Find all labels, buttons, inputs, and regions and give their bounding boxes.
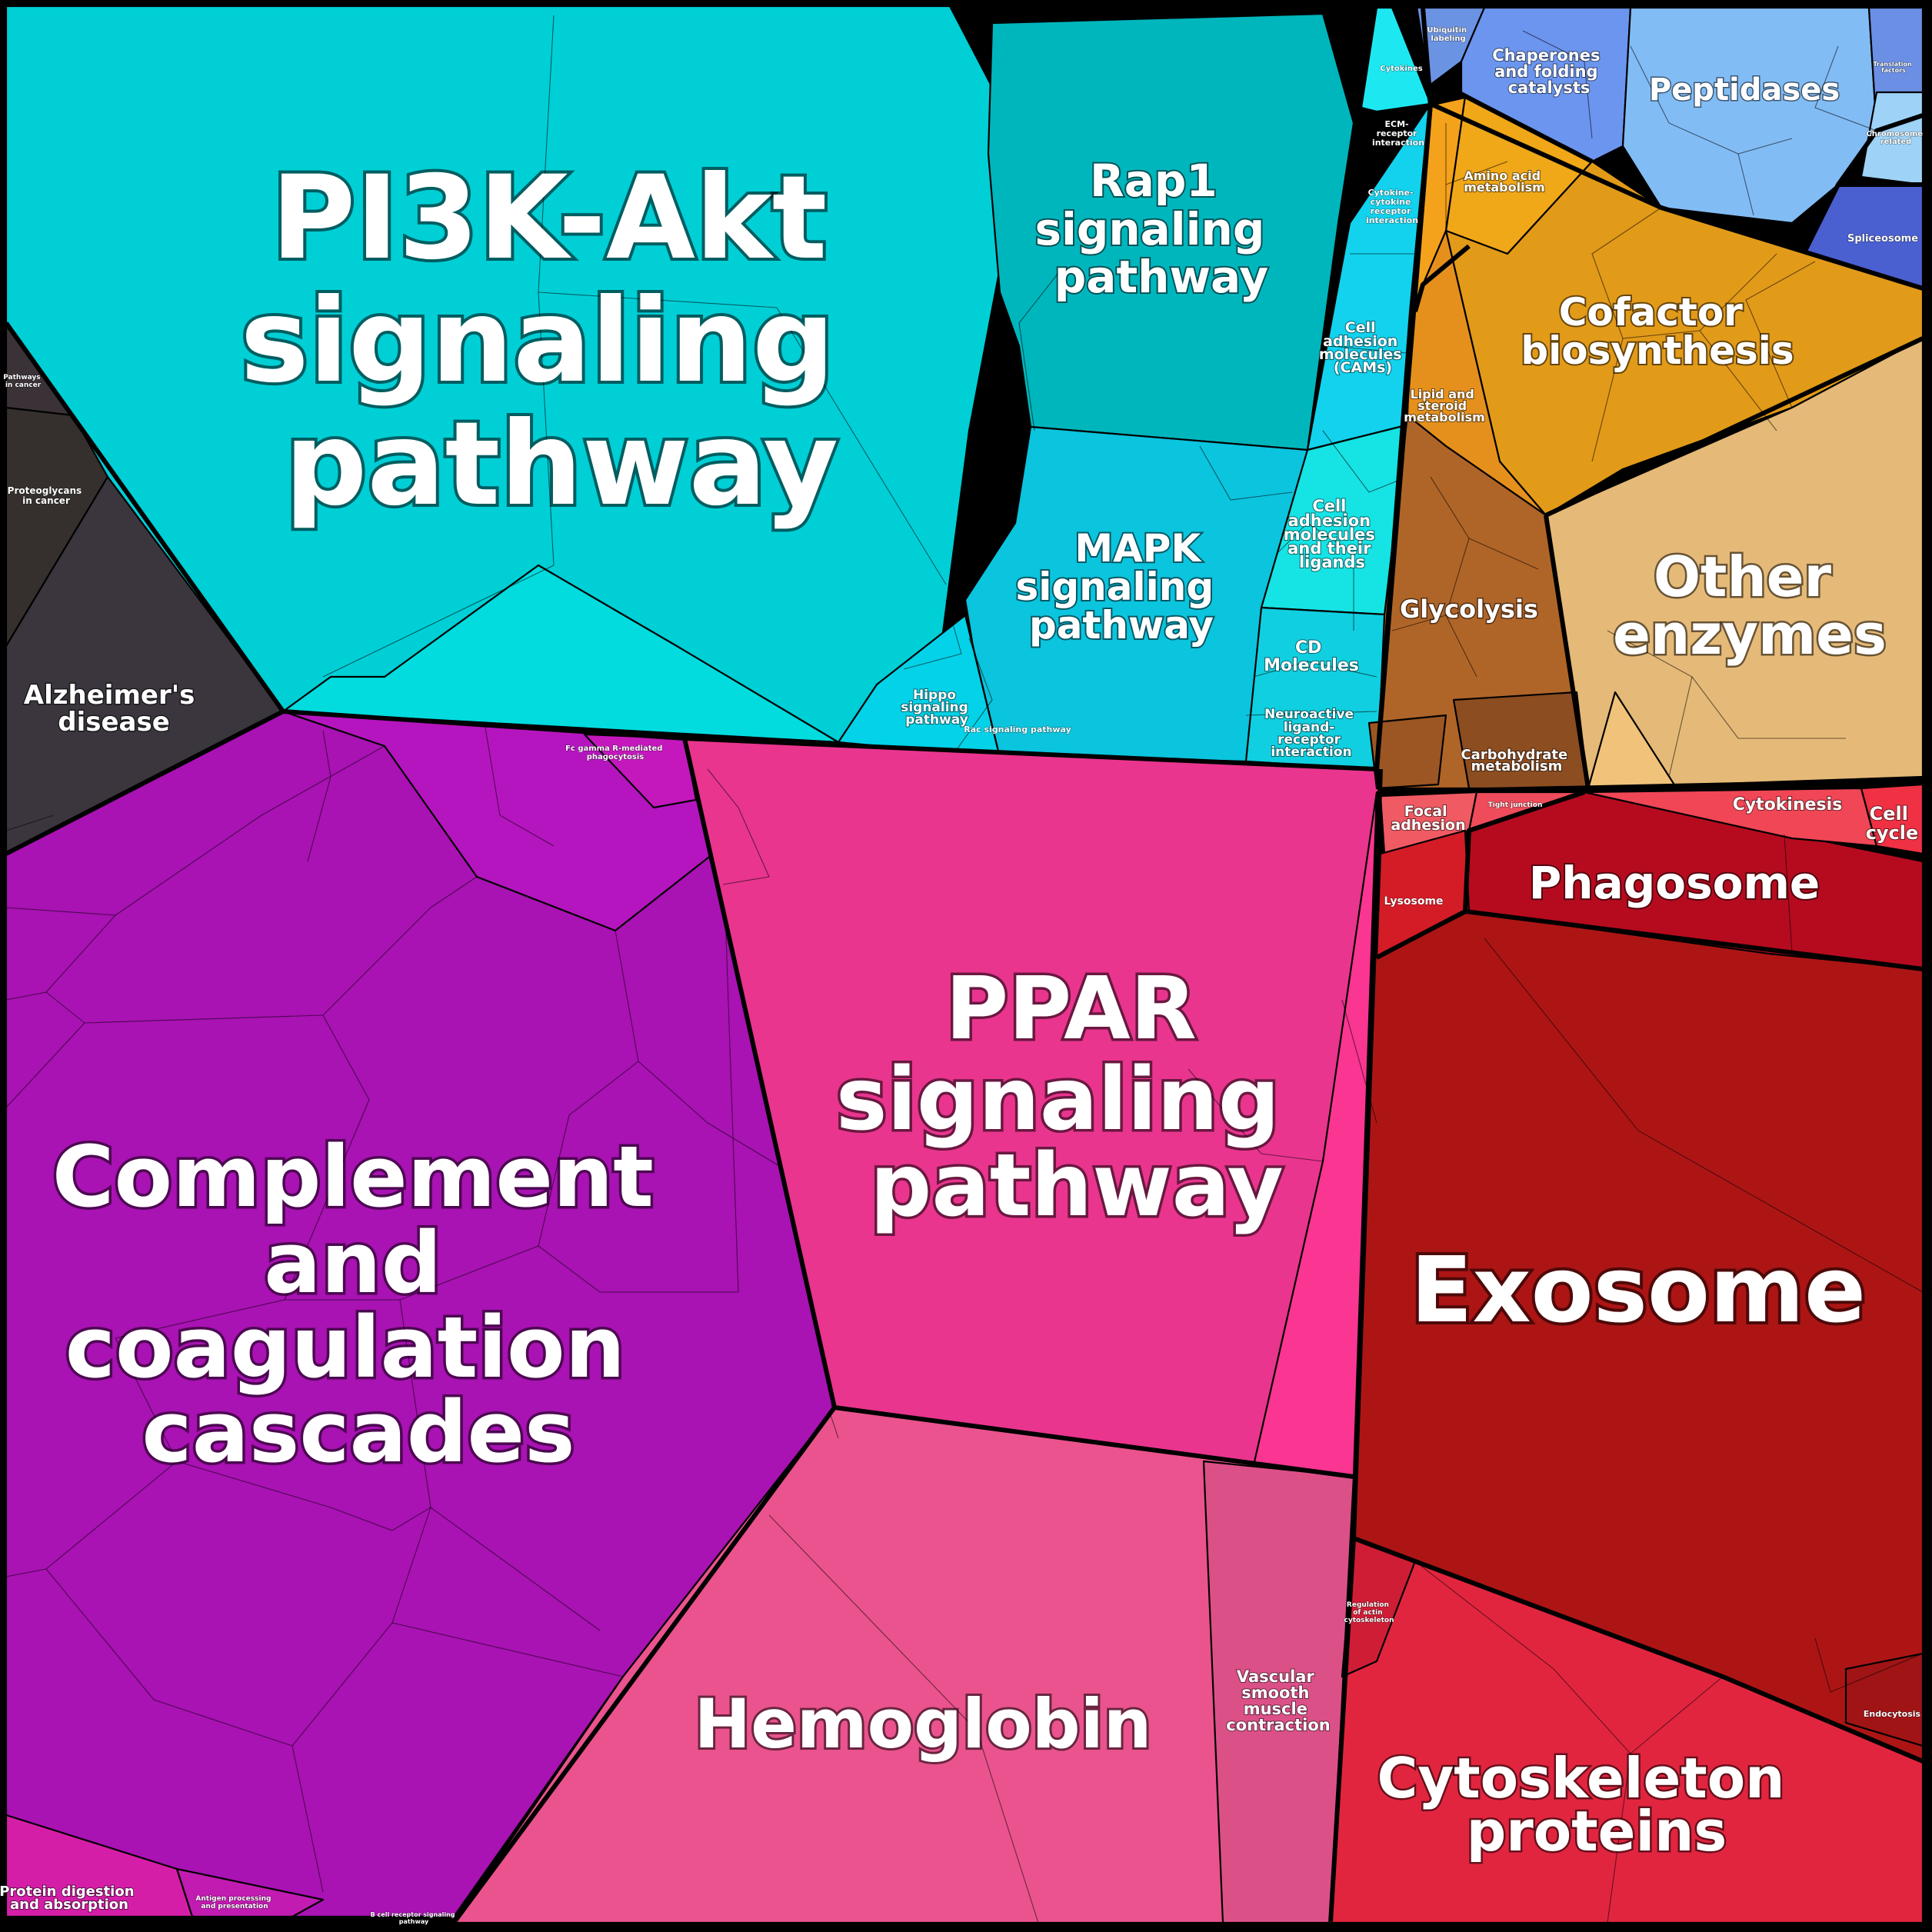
label-bcell: B cell receptor signaling pathway <box>371 1911 458 1925</box>
major-borders <box>4 5 1924 1924</box>
label-cell-cycle: Cell cycle <box>1866 803 1919 844</box>
label-carbohydrate: Carbohydrate metabolism <box>1461 747 1572 774</box>
label-rap1: Rap1 signaling pathway <box>1034 155 1280 303</box>
label-exosome: Exosome <box>1411 1237 1866 1343</box>
label-lysosome: Lysosome <box>1384 895 1443 908</box>
label-rac: Rac signaling pathway <box>964 724 1071 734</box>
cell-group-complement <box>5 710 836 1918</box>
cell-group-proteins <box>1414 6 1924 290</box>
label-adhesion-ligands: Cell adhesion molecules and their ligand… <box>1284 497 1381 571</box>
labels: PI3K-Akt signaling pathway Rap1 signalin… <box>0 26 1925 1926</box>
cell-group-exosome <box>1329 783 1924 1924</box>
label-ecm: ECM- receptor interaction <box>1372 119 1424 148</box>
label-alzheimers: Alzheimer's disease <box>24 680 204 738</box>
label-ppar: PPAR signaling pathway <box>836 959 1310 1236</box>
label-pathways-cancer: Pathways in cancer <box>3 374 43 389</box>
label-cytokines: Cytokines <box>1380 65 1422 73</box>
label-endocytosis: Endocytosis <box>1864 1709 1921 1719</box>
label-cams: Cell adhesion molecules (CAMs) <box>1319 319 1407 376</box>
label-cd-molecules: CD Molecules <box>1264 638 1359 675</box>
label-other-enzymes: Other enzymes <box>1613 545 1887 667</box>
cell-cytokines <box>1360 6 1432 113</box>
label-vascular: Vascular smooth muscle contraction <box>1226 1667 1330 1734</box>
label-chaperones: Chaperones and folding catalysts <box>1492 46 1606 97</box>
cell-pentose <box>1367 714 1447 790</box>
label-complement: Complement and coagulation cascades <box>52 1128 683 1481</box>
label-phagosome: Phagosome <box>1529 857 1820 909</box>
label-mapk: MAPK signaling pathway <box>1015 526 1227 648</box>
label-chromosome: Chromosome related <box>1866 130 1925 146</box>
label-amino-acid: Amino acid metabolism <box>1464 168 1545 195</box>
label-pi3k-akt: PI3K-Akt signaling pathway <box>240 152 874 531</box>
label-lipid: Lipid and steroid metabolism <box>1404 387 1485 425</box>
label-translation: Translation factors <box>1873 61 1914 74</box>
label-neuroactive: Neuroactive ligand- receptor interaction <box>1264 707 1358 760</box>
label-focal-adhesion: Focal adhesion <box>1391 803 1465 834</box>
cell-cell-cycle <box>1860 783 1924 855</box>
label-ubiquitin: Ubiquitin labeling <box>1427 26 1469 43</box>
cell-antigen <box>175 1867 325 1918</box>
label-tight-junction: Tight junction <box>1488 801 1543 809</box>
cell-endocytosis <box>1844 1652 1924 1747</box>
label-hippo: Hippo signaling pathway <box>901 688 973 728</box>
label-cytoskeleton: Cytoskeleton proteins <box>1377 1746 1804 1864</box>
cell-group-signaling <box>5 5 1432 771</box>
label-peptidases: Peptidases <box>1649 72 1840 108</box>
label-hemoglobin: Hemoglobin <box>695 1684 1152 1764</box>
cell-group-metabolism <box>1367 95 1924 790</box>
label-cofactor: Cofactor biosynthesis <box>1521 290 1794 373</box>
label-spliceosome: Spliceosome <box>1847 233 1918 245</box>
label-cytokine-receptor: Cytokine- cytokine receptor interaction <box>1366 188 1418 225</box>
label-proteoglycans: Proteoglycans in cancer <box>8 485 85 506</box>
label-protein-digestion: Protein digestion and absorption <box>0 1884 139 1913</box>
label-antigen: Antigen processing and presentation <box>195 1895 273 1910</box>
cell-group-ppar <box>452 737 1382 1924</box>
label-fc-gamma: Fc gamma R-mediated phagocytosis <box>565 744 665 761</box>
label-regulation-actin: Regulation of actin cytoskeleton <box>1344 1601 1394 1624</box>
label-cytokinesis: Cytokinesis <box>1733 795 1843 814</box>
cell-hippo <box>837 614 1001 759</box>
label-glycolysis: Glycolysis <box>1400 595 1538 624</box>
